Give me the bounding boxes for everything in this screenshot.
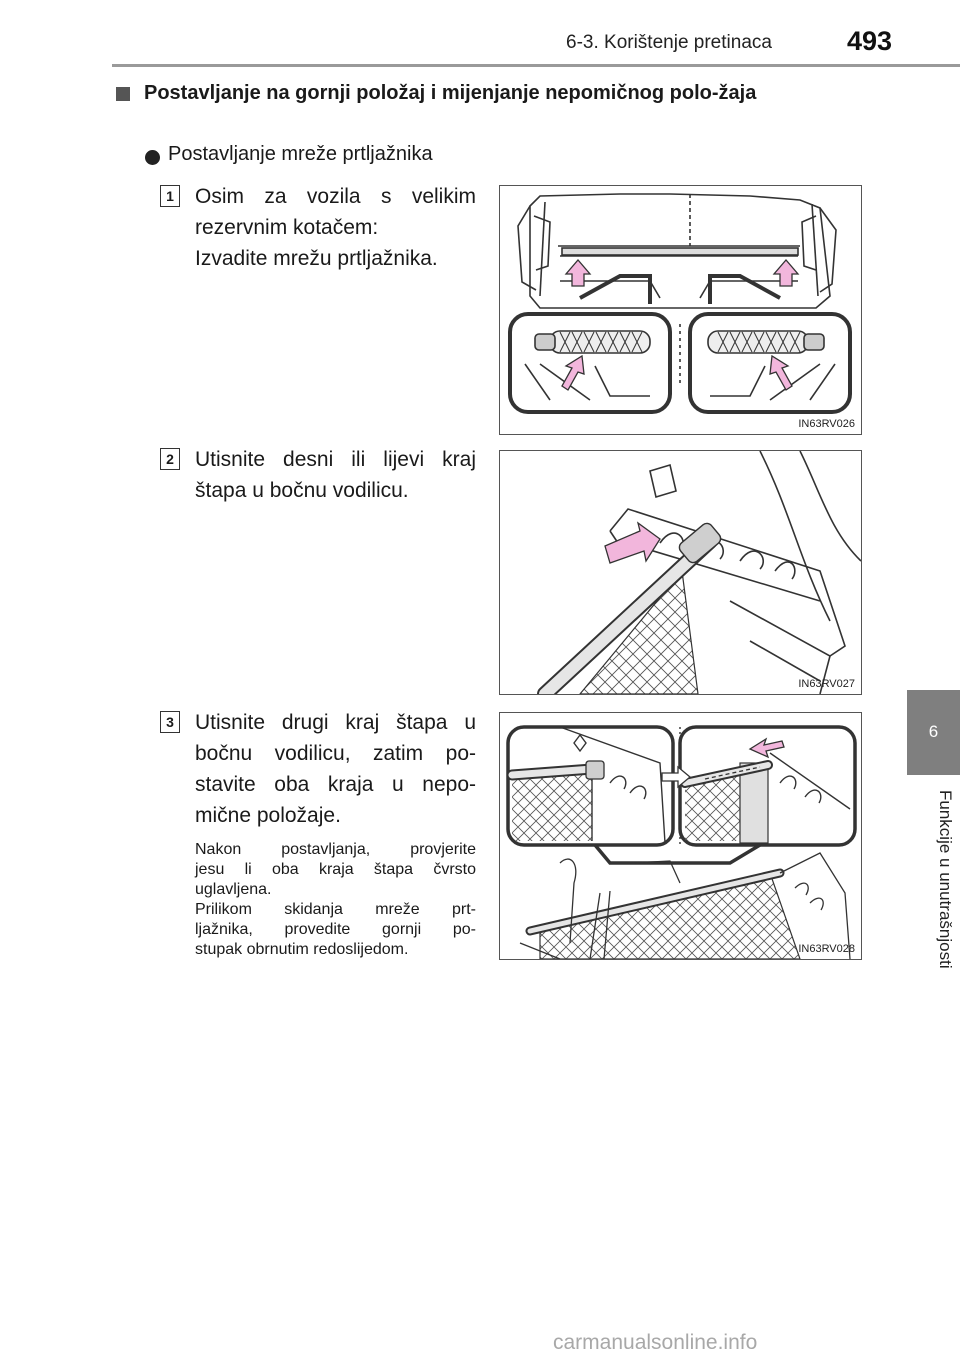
step-text: Utisnite desni ili lijevi kraj štapa u b… — [195, 444, 476, 506]
note-line: uglavljena. — [195, 881, 272, 898]
page-number: 493 — [847, 26, 893, 56]
step-text-line: bočnu vodilicu, zatim po- — [195, 742, 476, 765]
step-text-line: Utisnite drugi kraj štapa u — [195, 711, 476, 734]
chapter-number: 6 — [928, 722, 939, 741]
step-text-line: štapa u bočnu vodilicu. — [195, 479, 409, 502]
fix-both-ends-illustration — [506, 725, 857, 959]
step-text-line: Izvadite mrežu prtljažnika. — [195, 247, 438, 270]
figure-side-guide-insert: IN63RV027 — [499, 450, 862, 695]
watermark: carmanualsonline.info — [553, 1331, 758, 1354]
section-square-bullet-icon — [116, 87, 130, 101]
step-note: Nakon postavljanja, provjerite jesu li o… — [195, 840, 476, 960]
cargo-net-removal-illustration — [508, 193, 852, 414]
step-text: Utisnite drugi kraj štapa u bočnu vodili… — [195, 707, 476, 831]
chapter-tab: 6 — [907, 690, 960, 775]
sub-heading: Postavljanje mreže prtljažnika — [168, 143, 433, 165]
step-text-line: stavite oba kraja u nepo- — [195, 773, 476, 796]
step-text-line: mične položaje. — [195, 804, 341, 827]
step-text-line: rezervnim kotačem: — [195, 216, 379, 239]
note-line: Nakon postavljanja, provjerite — [195, 841, 476, 858]
step-text-line: Osim za vozila s velikim — [195, 185, 476, 208]
note-line: ljažnika, provedite gornji po- — [195, 921, 476, 938]
figure-cargo-net-removal: IN63RV026 — [499, 185, 862, 435]
side-guide-insert-illustration — [537, 451, 861, 694]
header-divider — [112, 64, 960, 67]
note-line: Prilikom skidanja mreže prt- — [195, 901, 476, 918]
running-header-title: 6-3. Korištenje pretinaca — [566, 32, 772, 53]
figure-code: IN63RV027 — [798, 678, 855, 690]
section-heading: Postavljanje na gornji položaj i mijenja… — [144, 82, 757, 104]
step-number: 3 — [160, 711, 180, 733]
figure-code: IN63RV026 — [798, 418, 855, 430]
chapter-title: Funkcije u unutrašnjosti — [936, 790, 955, 969]
step-text: Osim za vozila s velikim rezervnim kotač… — [195, 181, 476, 274]
note-line: jesu li oba kraja štapa čvrsto — [195, 861, 476, 878]
note-line: stupak obrnutim redoslijedom. — [195, 941, 409, 958]
figure-code: IN63RV028 — [798, 943, 855, 955]
step-number: 2 — [160, 448, 180, 470]
figure-fix-both-ends: IN63RV028 — [499, 712, 862, 960]
round-bullet-icon — [145, 150, 160, 165]
step-number: 1 — [160, 185, 180, 207]
step-text-line: Utisnite desni ili lijevi kraj — [195, 448, 476, 471]
